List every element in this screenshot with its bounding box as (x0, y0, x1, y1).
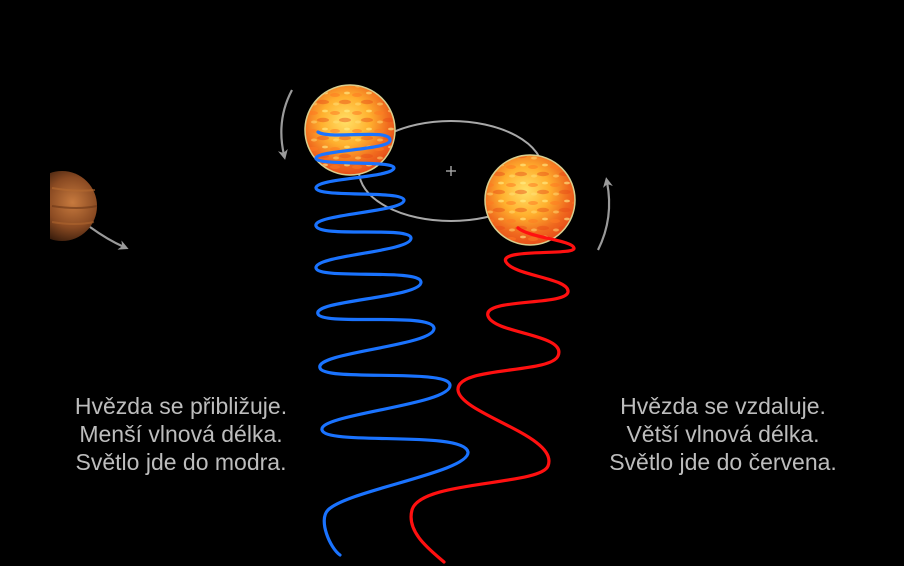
left-rotation-arrow (278, 89, 293, 160)
receding-caption-line1: Hvězda se vzdaluje. (620, 393, 826, 419)
approaching-caption-line2: Menší vlnová délka. (79, 421, 283, 447)
receding-caption: Hvězda se vzdaluje. Větší vlnová délka. … (592, 392, 854, 476)
redshift-wave (409, 226, 576, 564)
approaching-caption-line3: Světlo jde do modra. (75, 449, 287, 475)
center-of-mass-icon (446, 166, 456, 176)
receding-caption-line2: Větší vlnová délka. (626, 421, 820, 447)
approaching-caption-line1: Hvězda se přibližuje. (74, 393, 288, 419)
planet-motion-arrow (89, 226, 129, 250)
receding-caption-line3: Světlo jde do červena. (609, 449, 837, 475)
receding-star-icon (484, 154, 576, 246)
planet-icon (50, 171, 98, 241)
approaching-caption: Hvězda se přibližuje. Menší vlnová délka… (50, 392, 312, 476)
blueshift-wave (314, 130, 470, 557)
right-rotation-arrow (597, 177, 613, 251)
